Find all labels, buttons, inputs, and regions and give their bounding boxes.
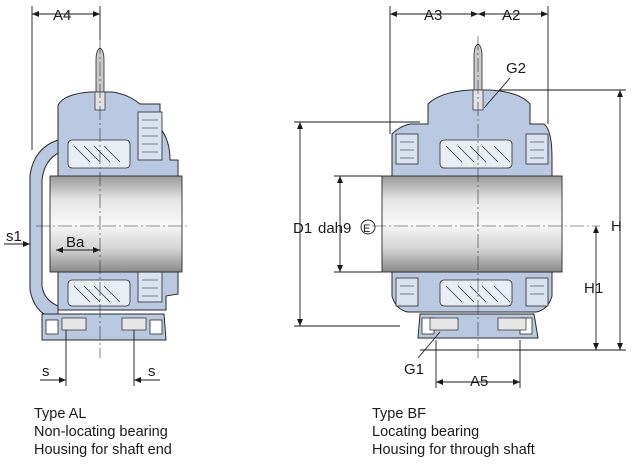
dim-e-mark: E — [363, 223, 370, 235]
dim-a2-label: A2 — [502, 7, 520, 24]
dim-a4-label: A4 — [53, 7, 71, 24]
caption-line: Locating bearing — [372, 424, 480, 440]
dim-s-left-label: s — [42, 363, 50, 380]
caption-line: Housing for shaft end — [34, 442, 172, 458]
caption-line: Housing for through shaft — [372, 442, 535, 458]
housing-base — [41, 313, 167, 341]
dim-g1-label: G1 — [404, 361, 424, 378]
dim-s1-label: s1 — [6, 228, 22, 245]
dim-ba-label: Ba — [66, 234, 85, 251]
shaft-bf — [381, 175, 563, 273]
dim-a3-label: A3 — [424, 7, 442, 24]
caption-line: Non-locating bearing — [34, 424, 168, 440]
type-al-view: A4 s1 Ba s s — [4, 6, 190, 386]
dim-d1-label: D1 — [293, 220, 312, 237]
dim-a5-label: A5 — [470, 373, 488, 390]
caption-line: Type AL — [34, 406, 87, 422]
dim-h-label: H — [611, 218, 622, 235]
caption-type-al: Type AL Non-locating bearing Housing for… — [34, 405, 172, 459]
dim-da-label: dah9 — [318, 220, 351, 237]
dim-s-right-label: s — [148, 363, 156, 380]
dim-h1-label: H1 — [584, 280, 603, 297]
shaft — [49, 175, 183, 273]
end-cover — [29, 139, 61, 319]
dim-g2-label: G2 — [506, 60, 526, 77]
type-bf-view: A3 A2 G2 D1 dah9 E H H1 G1 — [293, 6, 626, 390]
caption-type-bf: Type BF Locating bearing Housing for thr… — [372, 405, 535, 459]
caption-line: Type BF — [372, 406, 426, 422]
